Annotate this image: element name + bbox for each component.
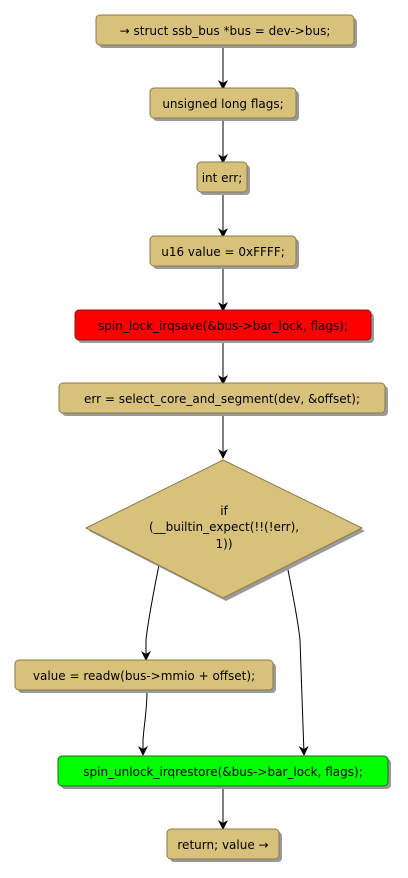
node-struct-bus: → struct ssb_bus *bus = dev->bus;: [95, 14, 357, 48]
edge-d1-n7: [141, 564, 160, 661]
node-spin-lock: spin_lock_irqsave(&bus->bar_lock, flags)…: [74, 309, 374, 343]
node-spin-lock-label: spin_lock_irqsave(&bus->bar_lock, flags)…: [98, 319, 348, 333]
node-spin-unlock-label: spin_unlock_irqrestore(&bus->bar_lock, f…: [83, 765, 362, 779]
node-struct-bus-label: → struct ssb_bus *bus = dev->bus;: [120, 24, 331, 38]
edge-d1-n8: [286, 564, 309, 756]
node-value-decl-label: u16 value = 0xFFFF;: [161, 245, 285, 259]
edge-n7-n8: [138, 690, 148, 756]
decision-line-3: 1)): [216, 537, 233, 551]
edges: [138, 46, 309, 830]
node-readw-label: value = readw(bus->mmio + offset);: [33, 669, 255, 683]
decision-err-check: if (__builtin_expect(!!(!err), 1)): [84, 459, 365, 601]
node-err-decl-label: int err;: [202, 171, 243, 185]
node-value-decl: u16 value = 0xFFFF;: [149, 235, 299, 269]
node-flags-decl: unsigned long flags;: [149, 87, 299, 121]
node-select-core: err = select_core_and_segment(dev, &offs…: [58, 382, 388, 416]
node-readw: value = readw(bus->mmio + offset);: [14, 659, 276, 693]
node-spin-unlock: spin_unlock_irqrestore(&bus->bar_lock, f…: [57, 755, 391, 789]
node-return-label: return; value →: [177, 838, 268, 852]
decision-line-1: if: [220, 504, 228, 518]
node-err-decl: int err;: [196, 161, 250, 195]
node-select-core-label: err = select_core_and_segment(dev, &offs…: [84, 392, 360, 406]
node-return: return; value →: [166, 828, 282, 862]
decision-line-2: (__builtin_expect(!!(!err),: [149, 520, 299, 534]
node-flags-decl-label: unsigned long flags;: [162, 97, 283, 111]
